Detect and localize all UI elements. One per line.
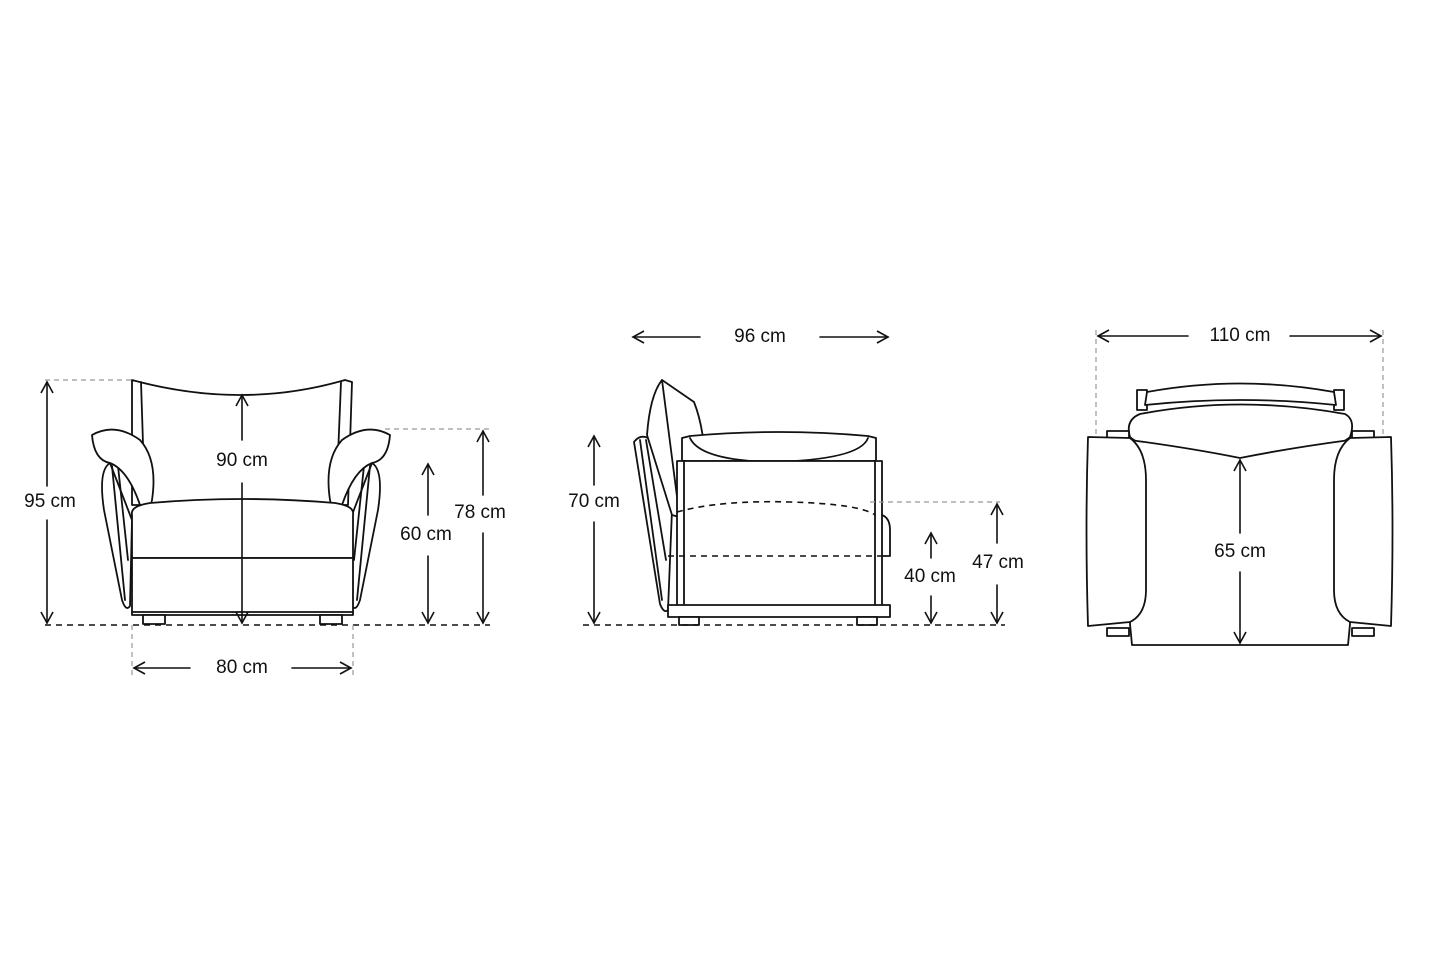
top-view: 110 cm 65 cm — [1085, 325, 1394, 646]
arm-height-label: 78 cm — [454, 502, 506, 523]
side-back-height-label: 70 cm — [568, 491, 620, 512]
seat-depth-label: 65 cm — [1214, 541, 1266, 562]
front-view: 95 cm 90 cm 60 cm 78 cm 80 cm — [24, 379, 506, 678]
depth-label: 96 cm — [734, 326, 786, 347]
side-view: 96 cm 70 cm 40 cm 47 cm — [568, 326, 1024, 626]
side-chair-drawing — [633, 379, 891, 626]
back-height-label: 90 cm — [216, 450, 268, 471]
width-label: 80 cm — [216, 657, 268, 678]
side-arm-height-label: 47 cm — [972, 552, 1024, 573]
side-seat-height-label: 40 cm — [904, 566, 956, 587]
top-width-label: 110 cm — [1210, 325, 1271, 346]
seat-height-label: 60 cm — [400, 524, 452, 545]
total-height-label: 95 cm — [24, 491, 76, 512]
front-chair-drawing — [91, 379, 391, 625]
top-chair-drawing — [1085, 382, 1394, 646]
